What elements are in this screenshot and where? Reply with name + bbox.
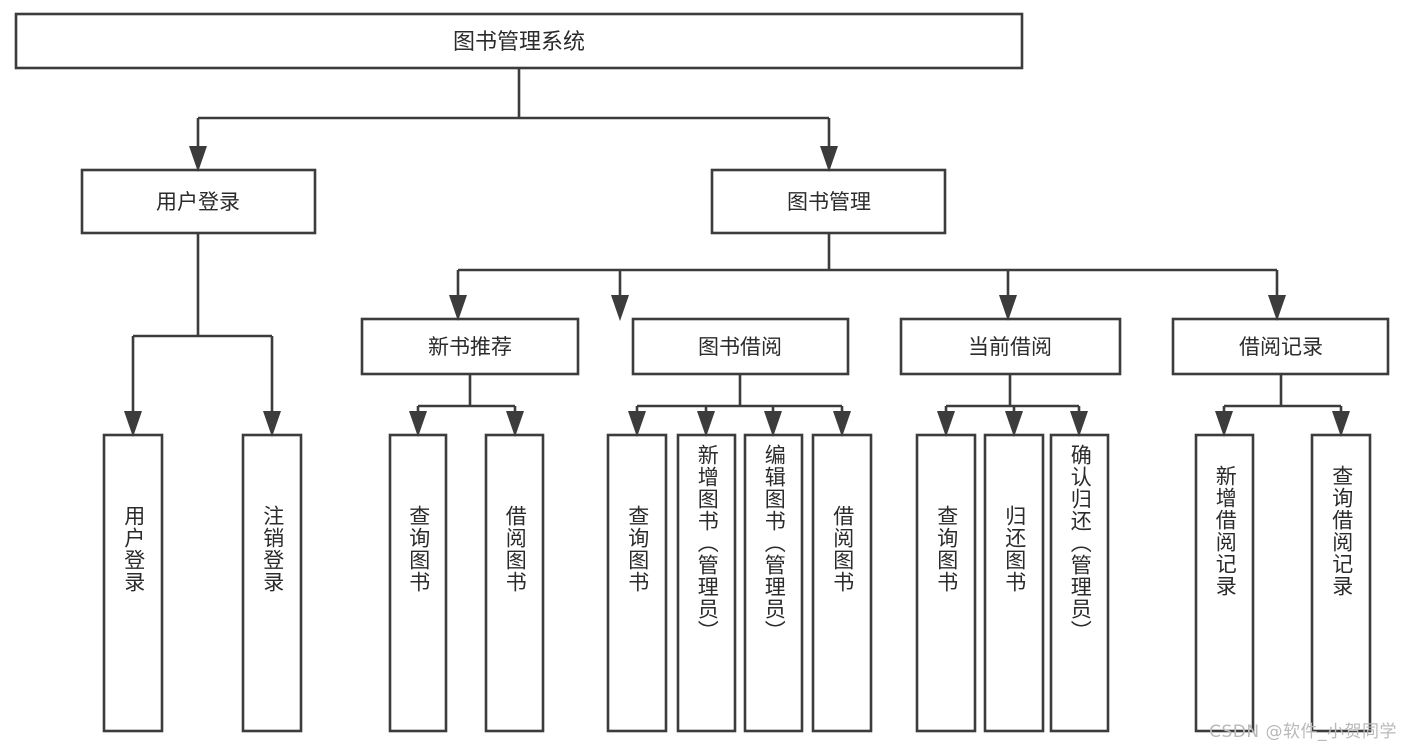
connector-book-borrow-to-leaves <box>628 374 851 437</box>
connector-new-book-to-leaves <box>409 374 524 437</box>
leaf-box-book-borrow-3[interactable] <box>811 433 873 733</box>
connector-borrow-records-to-leaves <box>1215 374 1350 437</box>
node-book-borrow-label: 图书借阅 <box>698 335 782 359</box>
csdn-watermark: CSDN @软件_小贺同学 <box>1209 722 1397 742</box>
node-borrow-records-label: 借阅记录 <box>1239 335 1323 359</box>
leaf-box-user-login-0[interactable] <box>102 433 164 733</box>
connector-book-management-to-level3 <box>449 233 1286 321</box>
node-current-borrow-box[interactable] <box>899 317 1122 376</box>
connector-current-borrow-to-leaves <box>937 374 1088 437</box>
leaf-box-current-borrow-0[interactable] <box>915 433 977 733</box>
leaf-box-borrow-record-0[interactable] <box>1194 433 1255 733</box>
node-new-book-recommend-label: 新书推荐 <box>428 335 512 359</box>
leaf-box-current-borrow-2[interactable] <box>1049 433 1110 733</box>
node-user-login-box[interactable] <box>80 168 317 235</box>
leaf-box-book-borrow-2[interactable] <box>743 433 804 733</box>
node-user-login-label: 用户登录 <box>156 190 240 214</box>
connector-user-login-to-leaves <box>124 233 281 437</box>
leaf-box-new-book-1[interactable] <box>484 433 545 733</box>
leaf-box-user-login-1[interactable] <box>241 433 303 733</box>
leaf-box-book-borrow-0[interactable] <box>606 433 668 733</box>
node-new-book-recommend-box[interactable] <box>360 317 580 376</box>
node-root-label: 图书管理系统 <box>453 30 585 55</box>
node-book-management-label: 图书管理 <box>787 190 871 214</box>
leaf-box-book-borrow-1[interactable] <box>676 433 737 733</box>
leaf-box-current-borrow-1[interactable] <box>983 433 1045 733</box>
node-root-box[interactable] <box>14 12 1024 70</box>
leaf-box-borrow-record-1[interactable] <box>1310 433 1372 733</box>
leaf-box-new-book-0[interactable] <box>388 433 448 733</box>
node-current-borrow-label: 当前借阅 <box>968 335 1052 359</box>
connector-root-to-level2 <box>189 68 838 172</box>
